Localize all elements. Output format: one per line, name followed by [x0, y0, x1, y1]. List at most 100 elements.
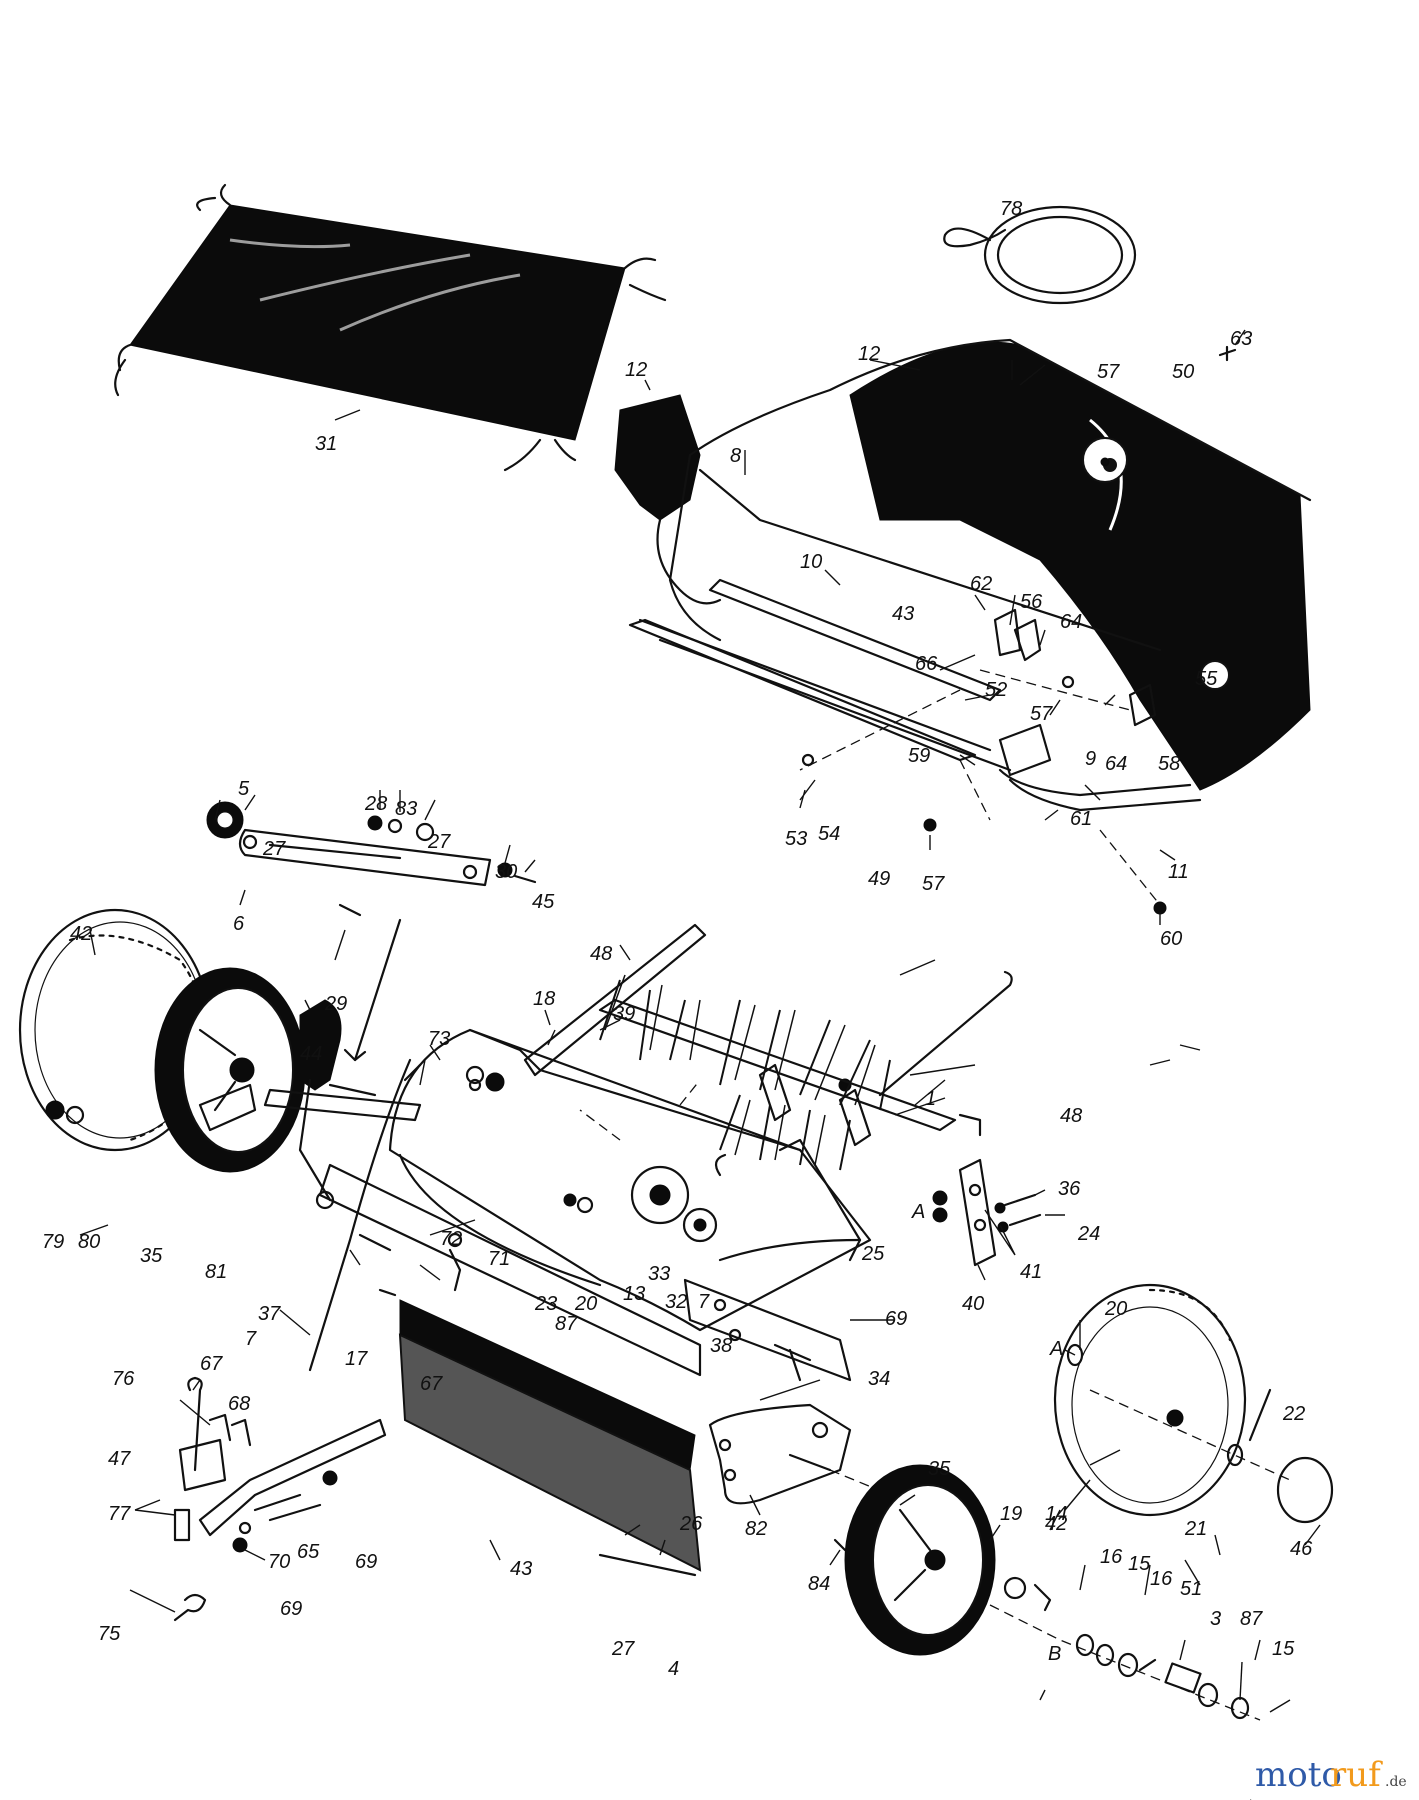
label-39: 39: [613, 1003, 635, 1025]
label-38: 38: [710, 1335, 732, 1357]
left-wheel: [18, 908, 306, 1173]
label-15-a: 15: [1128, 1553, 1151, 1575]
label-32: 32: [665, 1291, 687, 1313]
label-70: 70: [268, 1551, 290, 1573]
label-41: 41: [1020, 1261, 1042, 1283]
brush-assembly: [523, 923, 1013, 1171]
label-31: 31: [315, 433, 337, 455]
label-82: 82: [745, 1518, 767, 1540]
label-1: 1: [925, 1088, 936, 1110]
label-26: 26: [679, 1513, 703, 1535]
label-36: 36: [1058, 1178, 1081, 1200]
label-13: 13: [623, 1283, 645, 1305]
label-24: 24: [1077, 1223, 1100, 1245]
label-20-bot: 21: [1184, 1518, 1207, 1540]
label-B-top: A: [1049, 1338, 1063, 1360]
label-21: 20: [574, 1293, 597, 1315]
watermark-part2: ruf: [1330, 1755, 1383, 1795]
label-73: 73: [428, 1028, 450, 1050]
label-76: 76: [112, 1368, 135, 1390]
right-wheel-hub: [844, 1464, 1261, 1721]
watermark-suffix: .de: [1385, 1774, 1407, 1790]
sweeper-housing: [318, 1028, 872, 1382]
label-B-bottom: B: [1048, 1643, 1061, 1665]
height-adjuster: [206, 801, 537, 1062]
watermark-part1: moto: [1255, 1755, 1342, 1795]
leader-lines: [79, 329, 1321, 1800]
rubber-plate: [378, 1248, 702, 1577]
label-51: 51: [1180, 1578, 1202, 1600]
label-57-top: 57: [1097, 361, 1120, 383]
label-8: 8: [730, 445, 741, 467]
label-48-right: 48: [1060, 1105, 1082, 1127]
label-18: 18: [533, 988, 555, 1010]
label-67-mid: 67: [420, 1373, 443, 1395]
label-69-mid: 69: [355, 1551, 377, 1573]
label-56: 56: [1020, 591, 1043, 613]
label-84: 83: [395, 798, 417, 820]
label-16-a: 16: [1100, 1546, 1123, 1568]
label-62: 62: [970, 573, 992, 595]
label-80: 80: [78, 1231, 100, 1253]
label-69-left: 69: [280, 1598, 302, 1620]
label-42-right: 42: [1045, 1513, 1067, 1535]
label-33: 33: [648, 1263, 670, 1285]
label-45: 45: [532, 891, 555, 913]
label-69-right: 69: [885, 1308, 907, 1330]
label-43-top: 43: [892, 603, 914, 625]
label-10: 10: [800, 551, 822, 573]
label-71: 71: [488, 1248, 510, 1270]
label-66: 66: [915, 653, 938, 675]
label-15-b: 15: [1272, 1638, 1295, 1660]
label-79: 79: [42, 1231, 64, 1253]
label-57-mid: 57: [1030, 703, 1053, 725]
label-35-left: 35: [140, 1245, 163, 1267]
label-87: 87: [1240, 1608, 1263, 1630]
label-37: 37: [258, 1303, 281, 1325]
right-wheel: [1053, 1283, 1334, 1524]
label-83: 84: [808, 1573, 830, 1595]
label-63: 63: [1230, 328, 1252, 350]
label-30: 30: [495, 861, 517, 883]
label-28: 28: [364, 793, 387, 815]
label-17: 17: [345, 1348, 368, 1370]
label-16-b: 16: [1150, 1568, 1173, 1590]
label-59: 59: [908, 745, 930, 767]
label-52: 52: [985, 679, 1007, 701]
label-68: 68: [228, 1393, 250, 1415]
label-44: 44: [300, 1043, 322, 1065]
label-3: 3: [1210, 1608, 1221, 1630]
label-54: 54: [818, 823, 840, 845]
label-57-bot: 57: [922, 873, 945, 895]
catcher-bag: [628, 338, 1312, 915]
label-46: 46: [1290, 1538, 1313, 1560]
label-12-left: 12: [625, 359, 647, 381]
right-bracket: [932, 1158, 1042, 1267]
label-4: 4: [668, 1658, 679, 1680]
label-9: 9: [1085, 748, 1096, 770]
label-60: 60: [1160, 928, 1182, 950]
label-81: 81: [205, 1261, 227, 1283]
label-75: 75: [98, 1623, 121, 1645]
label-78: 78: [1000, 198, 1022, 220]
label-47: 47: [108, 1448, 131, 1470]
label-22: 22: [1282, 1403, 1305, 1425]
label-40: 40: [962, 1293, 984, 1315]
label-27-c: 27: [611, 1638, 635, 1660]
handle-plate: [614, 394, 722, 605]
label-77: 77: [108, 1503, 131, 1525]
label-42-left: 42: [70, 923, 92, 945]
label-64-top: 64: [1060, 611, 1082, 633]
label-27-a: 27: [262, 838, 286, 860]
label-5: 5: [238, 778, 250, 800]
label-A-right: A: [911, 1201, 925, 1223]
label-14: 14: [1045, 1503, 1067, 1525]
watermark-logo: moto ruf .de: [1255, 1755, 1407, 1795]
label-35-right: 35: [928, 1458, 951, 1480]
label-6: 6: [233, 913, 245, 935]
part-labels: 31 78 63 12 57 50 12 8 10 43 62 56 64 66…: [42, 198, 1313, 1680]
label-34: 34: [868, 1368, 890, 1390]
label-58: 58: [1158, 753, 1180, 775]
label-A-mid: 87: [555, 1313, 578, 1335]
